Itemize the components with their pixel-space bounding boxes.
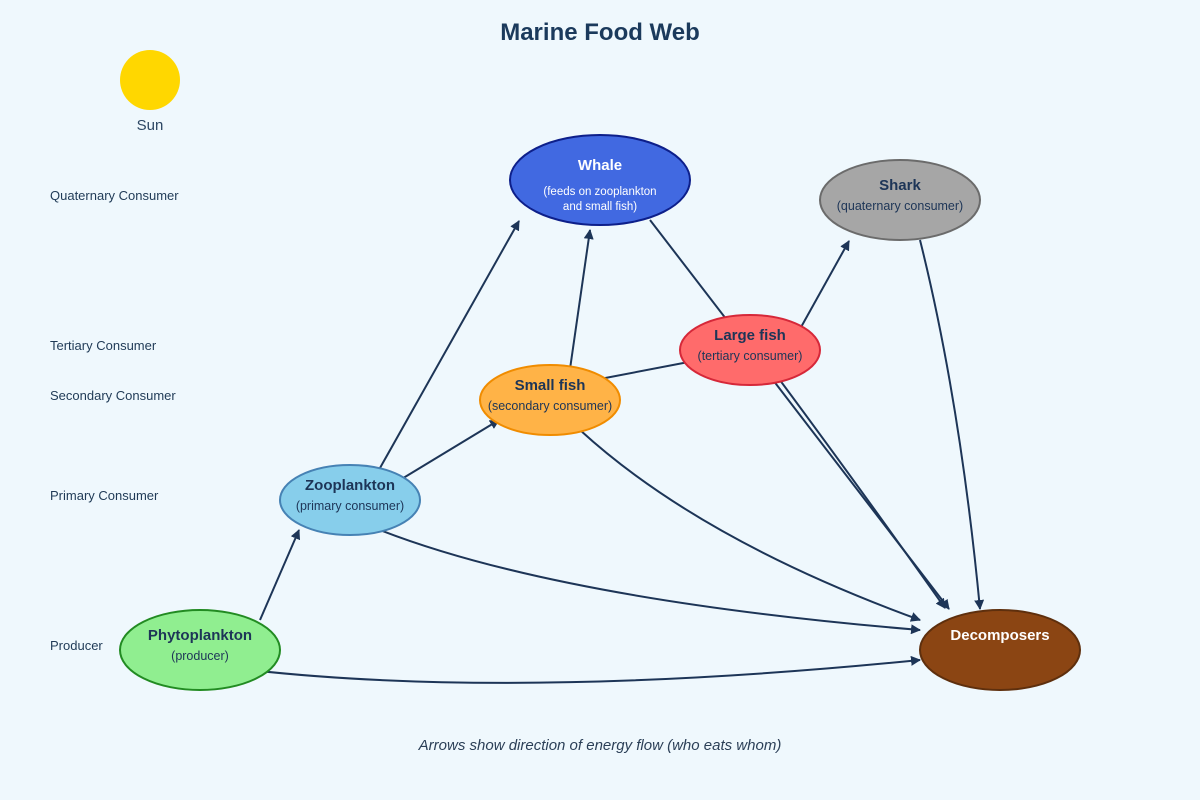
edge-shark-to-decomposers <box>919 239 985 610</box>
node-small-fish-name: Small fish <box>515 377 586 394</box>
node-zooplankton-name: Zooplankton <box>305 477 395 494</box>
level-label-tertiary: Tertiary Consumer <box>50 338 157 353</box>
node-whale-desc-line1: (feeds on zooplankton <box>543 186 656 198</box>
node-phytoplankton-name: Phytoplankton <box>148 627 252 644</box>
node-decomposers-shape <box>919 609 1081 691</box>
node-phytoplankton-shape <box>119 609 281 691</box>
node-large-fish-shape <box>679 314 821 386</box>
node-whale-desc-line2: and small fish) <box>563 201 637 213</box>
node-zooplankton-shape <box>279 464 421 536</box>
node-shark-shape <box>819 159 981 241</box>
edge-small-fish-to-decomposers <box>579 429 921 622</box>
node-large-fish: Large fish (tertiary consumer) <box>679 314 821 386</box>
edge-large-fish-to-shark <box>799 240 850 330</box>
edge-small-fish-to-large-fish <box>599 356 700 380</box>
node-zooplankton-desc: (primary consumer) <box>296 499 404 513</box>
node-small-fish-desc: (secondary consumer) <box>488 399 612 413</box>
node-decomposers-name: Decomposers <box>950 627 1049 644</box>
diagram-title: Marine Food Web <box>500 19 700 46</box>
node-large-fish-name: Large fish <box>714 327 786 344</box>
level-label-quaternary: Quaternary Consumer <box>50 188 179 203</box>
node-whale-shape <box>509 134 691 226</box>
diagram-caption: Arrows show direction of energy flow (wh… <box>418 737 782 754</box>
node-whale-name: Whale <box>578 157 622 174</box>
node-large-fish-desc: (tertiary consumer) <box>698 349 803 363</box>
node-whale: Whale (feeds on zooplankton and small fi… <box>509 134 691 226</box>
edge-zooplankton-to-decomposers <box>379 529 921 635</box>
sun-label: Sun <box>137 117 164 134</box>
edge-zooplankton-to-small-fish <box>399 419 500 481</box>
edge-zooplankton-to-whale <box>379 220 520 469</box>
level-label-secondary: Secondary Consumer <box>50 388 176 403</box>
node-phytoplankton-desc: (producer) <box>171 649 229 663</box>
edge-phytoplankton-to-decomposers <box>249 655 921 684</box>
edge-small-fish-to-whale <box>569 229 594 370</box>
level-label-primary: Primary Consumer <box>50 488 159 503</box>
node-shark: Shark (quaternary consumer) <box>819 159 981 241</box>
sun-icon <box>120 50 180 110</box>
node-decomposers: Decomposers <box>919 609 1081 691</box>
node-zooplankton: Zooplankton (primary consumer) <box>279 464 421 536</box>
node-small-fish-shape <box>479 364 621 436</box>
level-label-producer: Producer <box>50 638 103 653</box>
node-small-fish: Small fish (secondary consumer) <box>479 364 621 436</box>
edge-layer <box>249 219 985 684</box>
node-shark-desc: (quaternary consumer) <box>837 199 963 213</box>
node-shark-name: Shark <box>879 177 921 194</box>
node-phytoplankton: Phytoplankton (producer) <box>119 609 281 691</box>
edge-phytoplankton-to-zooplankton <box>259 529 301 621</box>
